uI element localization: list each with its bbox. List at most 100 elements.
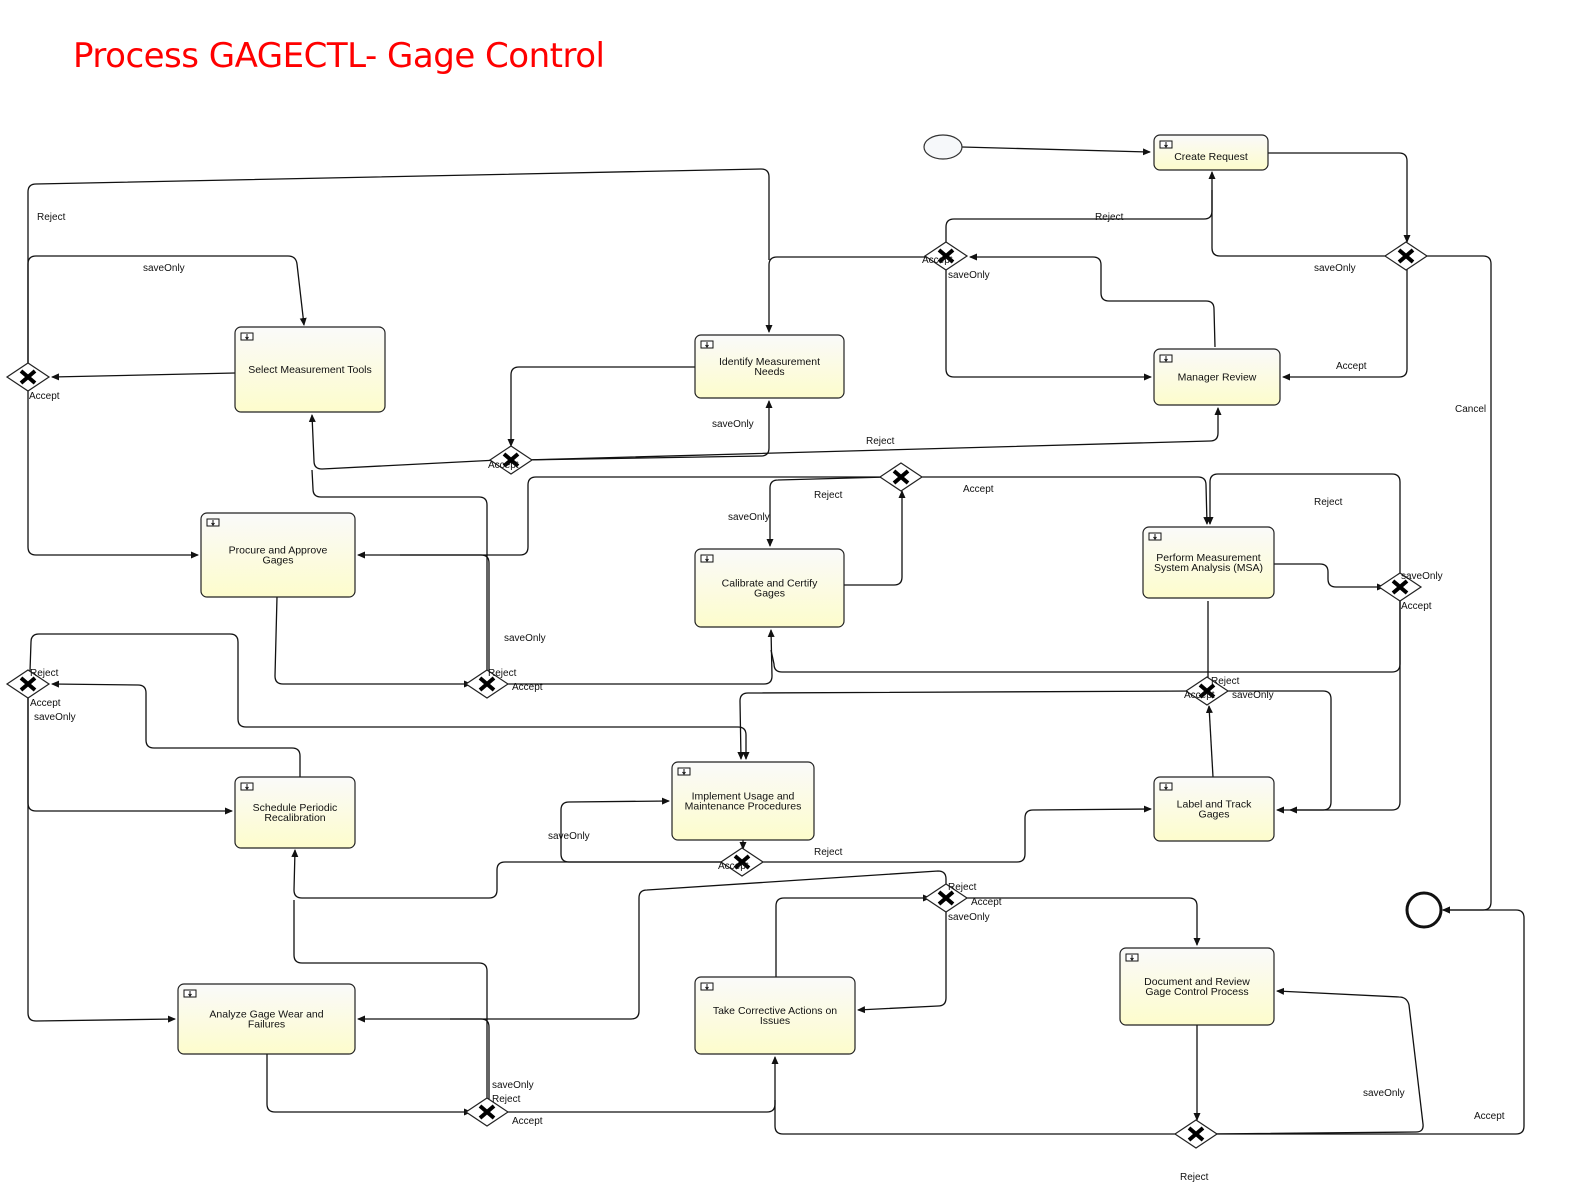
x-icon [1187,1126,1205,1142]
exclusive-gateway[interactable] [878,462,924,492]
sequence-flow[interactable] [775,894,931,977]
sequence-flow[interactable] [291,849,729,899]
flow-label-accept: Accept [488,460,519,471]
sequence-flow[interactable] [500,1056,779,1113]
sequence-flow[interactable] [450,870,947,1020]
sequence-flow[interactable] [945,269,1152,381]
sequence-flow[interactable] [27,697,176,1023]
exclusive-gateway[interactable] [1377,572,1423,602]
flow-label-saveonly: saveOnly [34,712,76,723]
x-icon [937,248,955,264]
subprocess-marker-icon [700,554,714,563]
task-manager-review[interactable]: Manager Review [1153,348,1281,406]
sequence-flow[interactable] [27,168,770,364]
sequence-flow[interactable] [27,390,199,559]
sequence-flow[interactable] [1282,269,1408,381]
exclusive-gateway[interactable] [464,1097,510,1127]
sequence-flow[interactable] [27,255,307,364]
sequence-flow[interactable] [308,414,499,470]
task-label: Label and Track [1177,799,1252,811]
sequence-flow[interactable] [293,900,488,1099]
flow-label-reject: Reject [1314,497,1343,508]
x-icon [502,452,520,468]
exclusive-gateway[interactable] [1383,241,1429,271]
sequence-flow[interactable] [400,476,888,556]
sequence-flow[interactable] [29,633,750,760]
sequence-flow[interactable] [1205,705,1214,778]
sequence-flow[interactable] [51,372,236,381]
exclusive-gateway[interactable] [923,883,969,913]
exclusive-gateway[interactable] [488,445,534,475]
sequence-flow[interactable] [756,805,1152,863]
sequence-flow[interactable] [500,629,775,685]
sequence-flow[interactable] [765,256,933,333]
sequence-flow[interactable] [857,911,947,1014]
sequence-flow[interactable] [844,490,906,586]
task-label: System Analysis (MSA) [1154,562,1263,574]
task-box [671,761,815,841]
x-icon [19,369,37,385]
sequence-flow[interactable] [523,407,1222,461]
sequence-flow[interactable] [1208,171,1393,257]
sequence-flow[interactable] [51,680,301,777]
sequence-flow[interactable] [266,1054,472,1116]
sequence-flow[interactable] [914,476,1211,525]
task-label: Gages [1199,809,1230,821]
exclusive-gateway[interactable] [5,362,51,392]
exclusive-gateway[interactable] [923,241,969,271]
task-box [1153,348,1281,406]
sequence-flow[interactable] [311,469,488,671]
flow-label-reject: Reject [814,490,843,501]
sequence-flow[interactable] [774,1100,1183,1135]
flow-label-saveonly: saveOnly [728,512,770,523]
sequence-flow[interactable] [1268,152,1411,243]
sequence-flow[interactable] [1209,906,1525,1135]
sequence-flow[interactable] [1206,473,1401,574]
sequence-flow[interactable] [737,690,1195,760]
start-event[interactable] [923,134,963,160]
sequence-flow[interactable] [1220,690,1332,814]
task-select-tools[interactable]: Select Measurement Tools [234,326,386,413]
exclusive-gateway[interactable] [1184,676,1230,706]
flow-label-reject: Reject [814,847,843,858]
sequence-flow[interactable] [961,146,1151,156]
sequence-flow[interactable] [523,400,773,461]
exclusive-gateway[interactable] [719,847,765,877]
sequence-flow[interactable] [507,366,695,447]
flow-label-saveonly: saveOnly [143,263,185,274]
exclusive-gateway[interactable] [1173,1119,1219,1149]
sequence-flow[interactable] [1420,255,1492,914]
sequence-flow[interactable] [770,600,1401,673]
sequence-flow[interactable] [357,551,490,671]
task-label: Gages [754,588,785,600]
sequence-flow[interactable] [969,253,1216,348]
flow-label-saveonly: saveOnly [948,270,990,281]
sequence-flow[interactable] [1276,600,1401,814]
task-label: Select Measurement Tools [248,364,372,376]
sequence-flow[interactable] [357,1015,490,1099]
subprocess-marker-icon [240,332,254,341]
sequence-flow[interactable] [1274,563,1385,591]
exclusive-gateway[interactable] [464,669,510,699]
flow-label-accept: Accept [971,897,1002,908]
exclusive-gateway[interactable] [5,669,51,699]
task-box [234,776,356,849]
sequence-flow[interactable] [1208,987,1424,1135]
flow-label-reject: Reject [948,882,977,893]
task-create-request[interactable]: Create Request [1153,134,1269,171]
sequence-flow[interactable] [766,476,889,547]
sequence-flow[interactable] [274,596,472,688]
end-event[interactable] [1405,891,1443,929]
sequence-flow[interactable] [959,897,1201,946]
sequence-flow[interactable] [945,190,1213,243]
